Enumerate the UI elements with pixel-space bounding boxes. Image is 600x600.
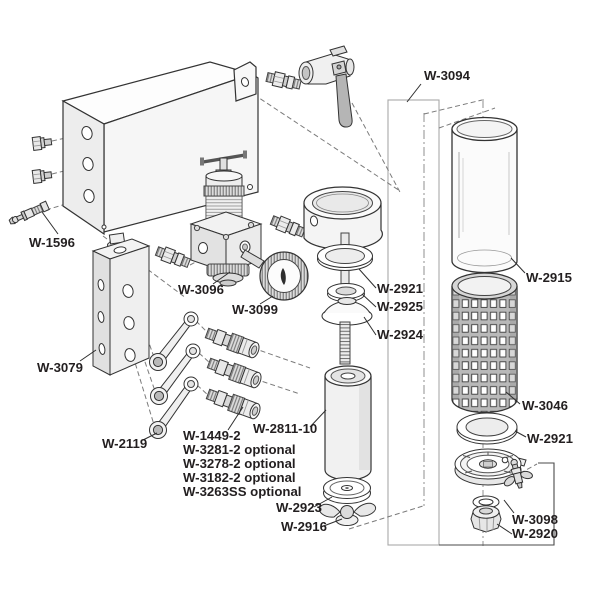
part-label-w2924: W-2924 xyxy=(377,327,424,342)
part-label-w3098: W-3098 xyxy=(512,512,558,527)
pressure-gauge xyxy=(240,249,309,301)
part-label-w3079: W-3079 xyxy=(37,360,83,375)
filter-head-cover xyxy=(303,186,383,250)
rod-threads xyxy=(339,321,351,365)
part-label-w3281-2-optional: W-3281-2 optional xyxy=(183,442,296,457)
fitting-w1596 xyxy=(8,200,50,225)
part-label-w3099: W-3099 xyxy=(232,302,278,317)
part-label-w2119: W-2119 xyxy=(102,436,147,451)
quick-coupler xyxy=(204,385,263,422)
gauge-needle-slot xyxy=(280,268,286,285)
hex-nipple-fitting xyxy=(153,243,192,271)
part-label-w2915: W-2915 xyxy=(526,270,572,285)
part-label-w1449-2: W-1449-2 xyxy=(183,428,241,443)
bowl-washer-w2923 xyxy=(323,477,371,504)
part-label-w2916: W-2916 xyxy=(281,519,327,534)
filter-bowl xyxy=(451,116,518,274)
drain-detail-boundary xyxy=(439,462,555,546)
assembly-phantom-outline xyxy=(387,99,440,546)
drain-port-hole xyxy=(501,456,509,464)
cover-side-port xyxy=(309,215,319,227)
part-label-w2921-upper: W-2921 xyxy=(377,281,423,296)
drain-valve-w3098 xyxy=(503,458,533,489)
part-label-w3096: W-3096 xyxy=(178,282,224,297)
part-labels: W-3094 W-1596 W-3096 W-3099 W-3079 W-211… xyxy=(29,68,573,541)
mesh-screen-w3046 xyxy=(451,272,518,414)
gasket-w2921-lower xyxy=(456,412,518,445)
part-label-w3046: W-3046 xyxy=(522,398,568,413)
part-label-w2925: W-2925 xyxy=(377,299,423,314)
part-label-w3182-2-optional: W-3182-2 optional xyxy=(183,470,296,485)
part-label-w1596: W-1596 xyxy=(29,235,75,250)
quick-coupler xyxy=(205,354,264,391)
part-label-w3278-2-optional: W-3278-2 optional xyxy=(183,456,296,471)
bracket-flange xyxy=(62,99,105,236)
filter-cartridge xyxy=(324,365,372,481)
pressure-regulator xyxy=(189,150,263,287)
leader-lines xyxy=(41,83,527,535)
bracket-tab-hole xyxy=(240,77,250,87)
hex-nipple-fitting xyxy=(264,69,303,92)
hex-screw xyxy=(31,134,53,151)
part-label-w2923: W-2923 xyxy=(276,500,322,515)
link-arm xyxy=(150,343,201,405)
part-label-w3094: W-3094 xyxy=(424,68,471,83)
part-label-w2811-10: W-2811-10 xyxy=(253,421,317,436)
wing-nut-w2916 xyxy=(318,502,377,526)
washer-w2925 xyxy=(327,283,365,302)
link-arms xyxy=(149,311,201,439)
gasket-w2921-upper xyxy=(317,244,373,271)
quick-coupler xyxy=(203,324,262,361)
baffle-plate xyxy=(454,448,527,486)
part-label-w2920: W-2920 xyxy=(512,526,558,541)
ball-valve xyxy=(298,45,355,128)
cone-washer-w2924 xyxy=(321,297,373,326)
bowl-nut-w2920 xyxy=(470,505,502,533)
manifold-block xyxy=(91,232,151,376)
hex-screw xyxy=(31,167,53,184)
valve-handle xyxy=(335,73,353,128)
part-label-w3263ss-optional: W-3263SS optional xyxy=(183,484,301,499)
hex-nipple-fitting xyxy=(268,213,307,240)
part-label-w2921-lower: W-2921 xyxy=(527,431,573,446)
link-arm xyxy=(149,311,199,371)
